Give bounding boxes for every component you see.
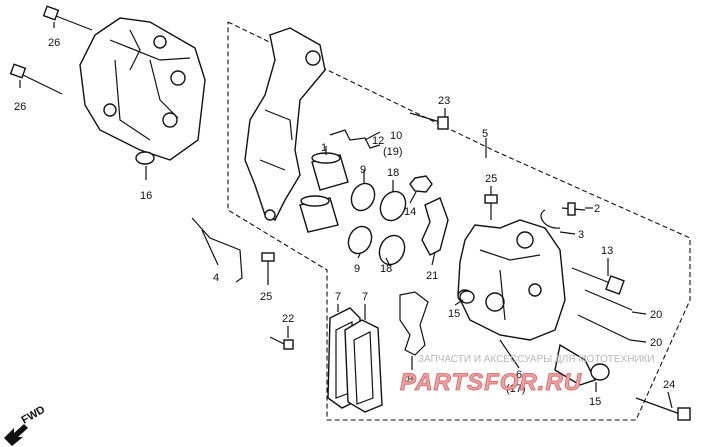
pin-20-lower <box>577 314 631 341</box>
sleeve-15-right <box>554 343 610 386</box>
callout-20-lower: 20 <box>650 337 662 349</box>
callout-23: 23 <box>438 95 450 107</box>
seal-18-upper <box>379 190 407 222</box>
pin-2 <box>561 202 586 216</box>
bolt-25-right <box>484 194 498 220</box>
seal-9-lower <box>347 225 373 255</box>
callout-7-right: 7 <box>362 291 368 303</box>
bolt-24 <box>635 397 691 421</box>
bolt-26-upper <box>42 5 93 31</box>
leader-lines <box>19 22 673 409</box>
callout-15-left: 15 <box>448 308 460 320</box>
callout-17: (17) <box>506 383 526 395</box>
pin-20-upper <box>584 289 633 311</box>
callout-10: 10 <box>390 130 402 142</box>
callout-15-right: 15 <box>589 396 601 408</box>
callout-20-upper: 20 <box>650 309 662 321</box>
callout-26-upper: 26 <box>48 37 60 49</box>
brake-pad-right <box>344 319 383 413</box>
callout-7-left: 7 <box>335 291 341 303</box>
caliper-body-upper <box>79 17 206 165</box>
bleeder-22 <box>269 336 294 350</box>
fwd-label: FWD <box>20 404 48 427</box>
seal-18-lower <box>378 234 406 266</box>
assembly-boundary <box>227 21 691 421</box>
bolt-26-lower <box>9 63 63 95</box>
callout-25-left: 25 <box>260 291 272 303</box>
callout-21: 21 <box>426 270 438 282</box>
clip-12 <box>329 129 381 149</box>
callout-12: 12 <box>372 135 384 147</box>
watermark-line1: ЗАПЧАСТИ И АКСЕССУАРЫ ДЛЯ МОТОТЕХНИКИ <box>418 354 655 365</box>
callout-22: 22 <box>282 313 294 325</box>
callout-26-lower: 26 <box>14 101 26 113</box>
callout-8: 8 <box>407 374 413 386</box>
piston-lower <box>299 195 339 233</box>
plate-21 <box>421 197 449 256</box>
callout-4: 4 <box>213 272 219 284</box>
pad-spring-8 <box>399 291 429 356</box>
callout-14: 14 <box>404 206 416 218</box>
pin-13 <box>571 267 625 295</box>
caliper-bracket <box>244 27 326 221</box>
caliper-body-main <box>457 219 566 341</box>
callout-18-lower: 18 <box>380 263 392 275</box>
piston-upper <box>311 152 349 191</box>
clip-3 <box>540 209 561 229</box>
callout-24: 24 <box>663 379 675 391</box>
seal-9-upper <box>350 182 376 212</box>
nut-14 <box>409 175 433 193</box>
bolt-25-left <box>261 252 275 282</box>
callout-1: 1 <box>321 142 327 154</box>
callout-13: 13 <box>601 245 613 257</box>
callout-3: 3 <box>578 229 584 241</box>
callout-18-upper: 18 <box>387 167 399 179</box>
callout-6: 6 <box>516 369 522 381</box>
watermark-line2: PARTSFOR.RU <box>400 369 582 396</box>
fwd-arrow-icon <box>4 424 28 446</box>
callout-9-upper: 9 <box>360 164 366 176</box>
callout-16: 16 <box>140 190 152 202</box>
callout-25-right: 25 <box>485 173 497 185</box>
callout-19: (19) <box>383 146 403 158</box>
callout-9-lower: 9 <box>354 263 360 275</box>
sleeve-15-left <box>459 290 475 304</box>
bolt-23 <box>409 112 449 130</box>
callout-2: 2 <box>594 203 600 215</box>
callout-5: 5 <box>482 128 488 140</box>
spring-4 <box>191 217 243 283</box>
